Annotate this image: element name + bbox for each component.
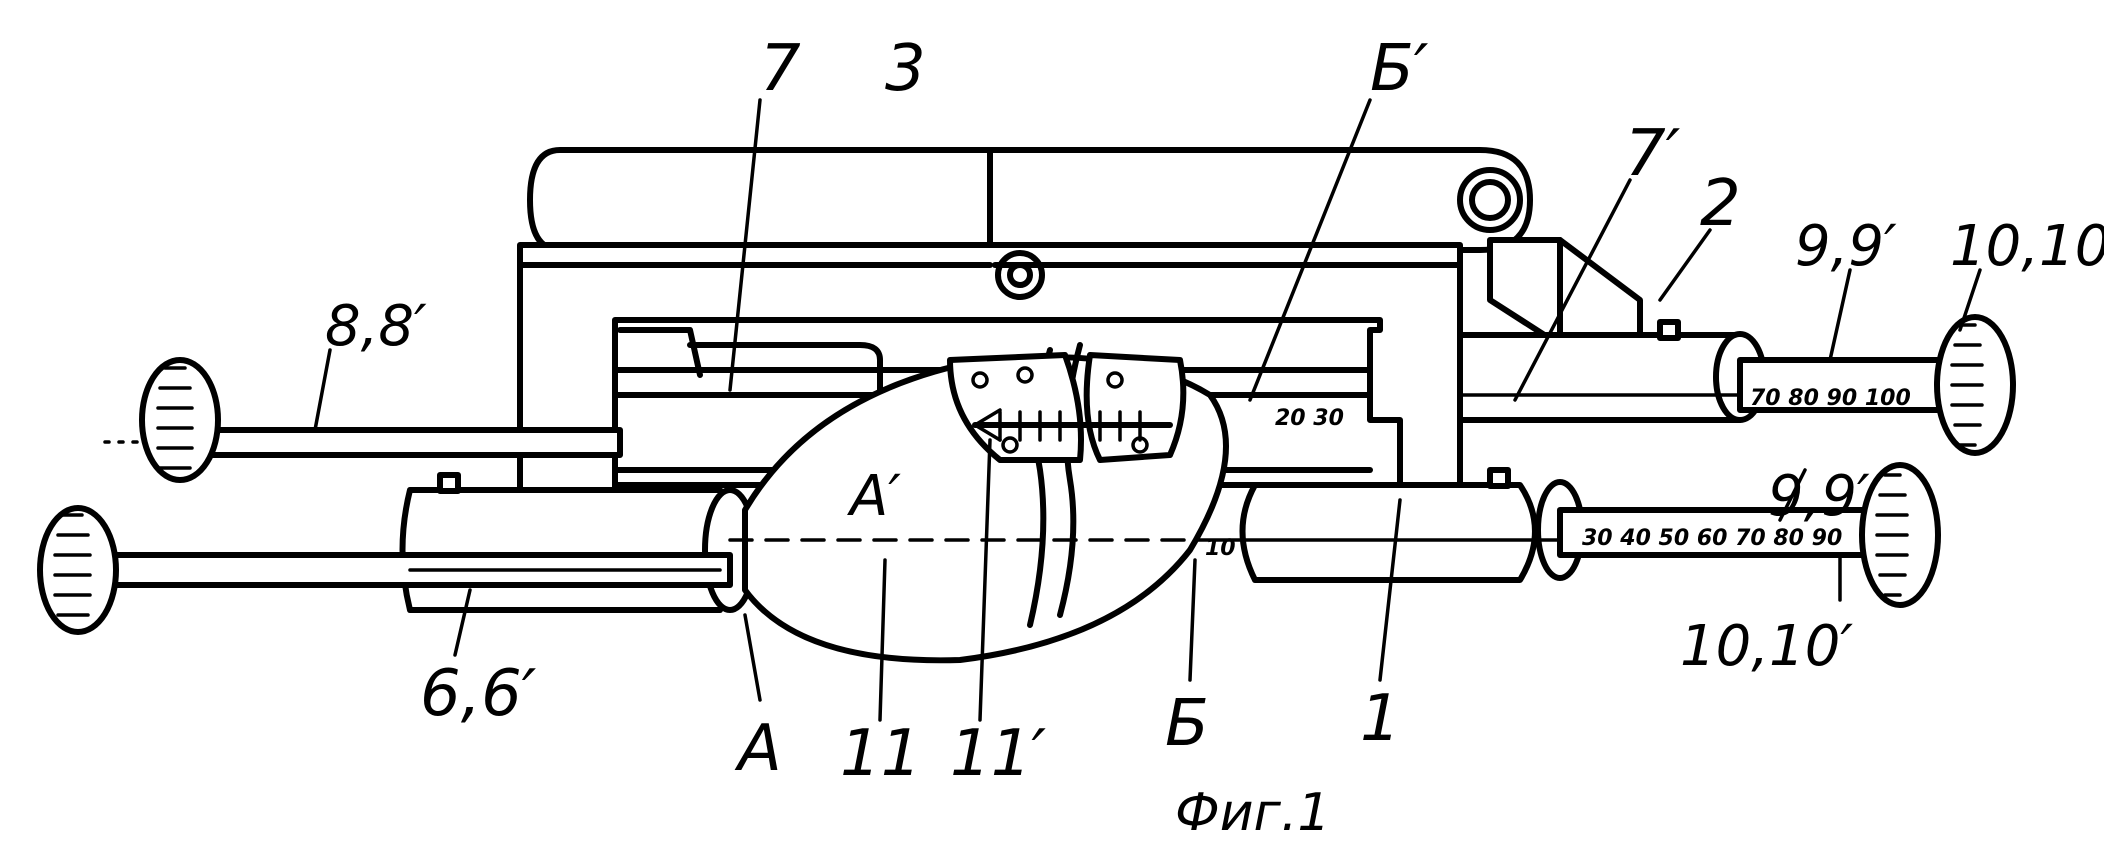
label-b-prime: Б′ [1370, 32, 1429, 106]
label-9-mid: 9,9′ [1768, 464, 1870, 529]
label-10-top: 10,10′ [1950, 214, 2104, 279]
label-9-top: 9,9′ [1795, 214, 1897, 279]
label-10-bot: 10,10′ [1680, 614, 1853, 679]
label-2: 2 [1700, 167, 1741, 241]
label-a-prime: A′ [847, 464, 901, 529]
label-8: 8,8′ [325, 294, 427, 359]
label-3: 3 [885, 32, 926, 106]
label-11: 11 [840, 717, 921, 791]
scale-center: 20 30 [1275, 406, 1344, 431]
scale-lower-ten: 10 [1205, 536, 1236, 561]
left-lower-cylinder [40, 475, 755, 632]
label-a: A [734, 712, 782, 786]
label-b: Б [1165, 687, 1209, 761]
label-7-prime: 7′ [1625, 117, 1681, 191]
right-bracket [1490, 240, 1640, 345]
label-6: 6,6′ [420, 657, 537, 731]
label-1: 1 [1360, 682, 1401, 756]
label-7: 7 [760, 32, 801, 106]
scale-lower-right: 30 40 50 60 70 80 90 [1582, 526, 1842, 551]
scale-upper-right: 70 80 90 100 [1750, 386, 1911, 411]
upper-cylinder [1460, 317, 2013, 453]
figure-caption: Фиг.1 [1175, 783, 1331, 843]
top-bar [530, 150, 1530, 250]
label-11-prime: 11′ [950, 717, 1046, 791]
